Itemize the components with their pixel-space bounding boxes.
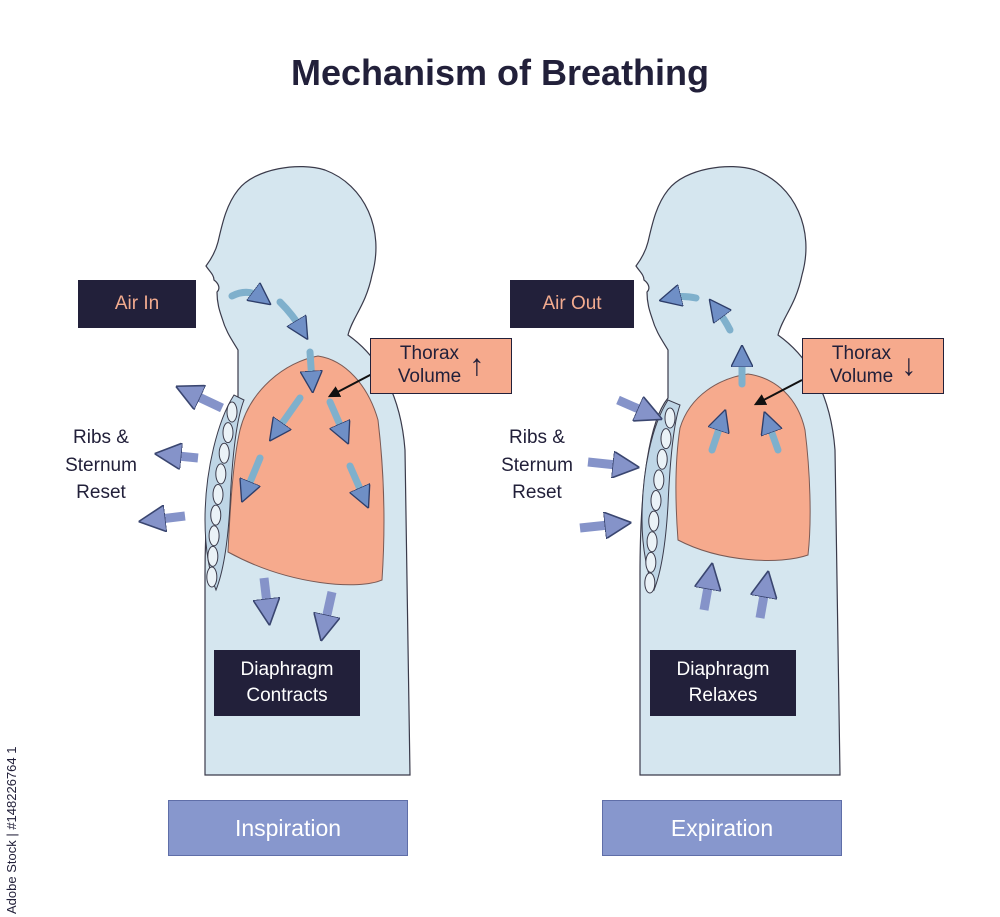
chest-movement-arrows-expiration [579, 395, 766, 619]
rib-segment [650, 490, 662, 511]
rib-segment [215, 463, 227, 485]
rib-segment [660, 428, 672, 450]
rib-segment [653, 469, 665, 491]
thorax-line2-expiration: Volume [829, 366, 894, 387]
inspiration-button[interactable]: Inspiration [168, 800, 408, 856]
thorax-pointer-inspiration [327, 373, 373, 398]
thorax-volume-box-inspiration: Thorax Volume ↑ [370, 338, 512, 394]
rib-segment [207, 545, 219, 567]
thorax-line2-inspiration: Volume [397, 366, 462, 387]
ribs-line2-inspiration: Sternum [65, 454, 137, 476]
ribs-line3-expiration: Reset [512, 482, 562, 504]
diaphragm-label-inspiration: Diaphragm Contracts [214, 650, 360, 716]
ribcage-expiration [641, 399, 681, 594]
rib-segment [210, 504, 222, 526]
diaphragm-line1-inspiration: Diaphragm [240, 659, 334, 681]
thorax-volume-box-expiration: Thorax Volume ↓ [802, 338, 944, 394]
rib-segment [226, 401, 238, 423]
stock-watermark: Adobe Stock | #148226764 1 [4, 746, 19, 914]
expiration-button-label: Expiration [670, 814, 774, 841]
ribs-line3-inspiration: Reset [76, 482, 126, 504]
thorax-increase-arrow-icon: ↑ [469, 349, 485, 382]
air-out-text: Air Out [542, 293, 602, 314]
rib-segment [206, 566, 218, 588]
rib-segment [208, 525, 220, 547]
rib-segment [646, 531, 658, 553]
airflow-arrows-expiration [670, 297, 778, 454]
expiration-button[interactable]: Expiration [602, 800, 842, 856]
rib-segment [664, 407, 676, 429]
inspiration-button-label: Inspiration [234, 814, 342, 841]
rib-segment [644, 572, 656, 594]
ribs-sternum-label-inspiration: Ribs & Sternum Reset [46, 424, 156, 507]
ribs-line1-expiration: Ribs & [509, 427, 565, 448]
air-in-label: Air In [78, 280, 196, 328]
rib-segment [656, 448, 668, 470]
rib-segment [645, 551, 657, 573]
ribcage-inspiration [204, 394, 245, 592]
thorax-decrease-arrow-icon: ↓ [901, 349, 917, 382]
ribs-line1-inspiration: Ribs & [73, 427, 129, 448]
diaphragm-line2-inspiration: Contracts [246, 685, 328, 706]
lung-expiration [675, 373, 811, 561]
airflow-arrows-inspiration [228, 292, 364, 498]
ribs-sternum-label-expiration: Ribs & Sternum Reset [482, 424, 592, 507]
thorax-pointer-expiration [753, 379, 803, 406]
diagram-title: Mechanism of Breathing [290, 52, 710, 93]
air-out-label: Air Out [510, 280, 634, 328]
thorax-line1-inspiration: Thorax [399, 343, 460, 365]
diaphragm-label-expiration: Diaphragm Relaxes [650, 650, 796, 716]
diaphragm-line1-expiration: Diaphragm [676, 659, 770, 681]
thorax-line1-expiration: Thorax [831, 343, 892, 365]
ribs-line2-expiration: Sternum [501, 454, 573, 476]
rib-segment [222, 422, 234, 444]
rib-segment [218, 442, 230, 464]
chest-movement-arrows-inspiration [152, 392, 332, 628]
air-in-text: Air In [114, 293, 160, 314]
rib-segment [648, 510, 660, 532]
diaphragm-line2-expiration: Relaxes [688, 685, 758, 706]
rib-segment [212, 484, 224, 505]
